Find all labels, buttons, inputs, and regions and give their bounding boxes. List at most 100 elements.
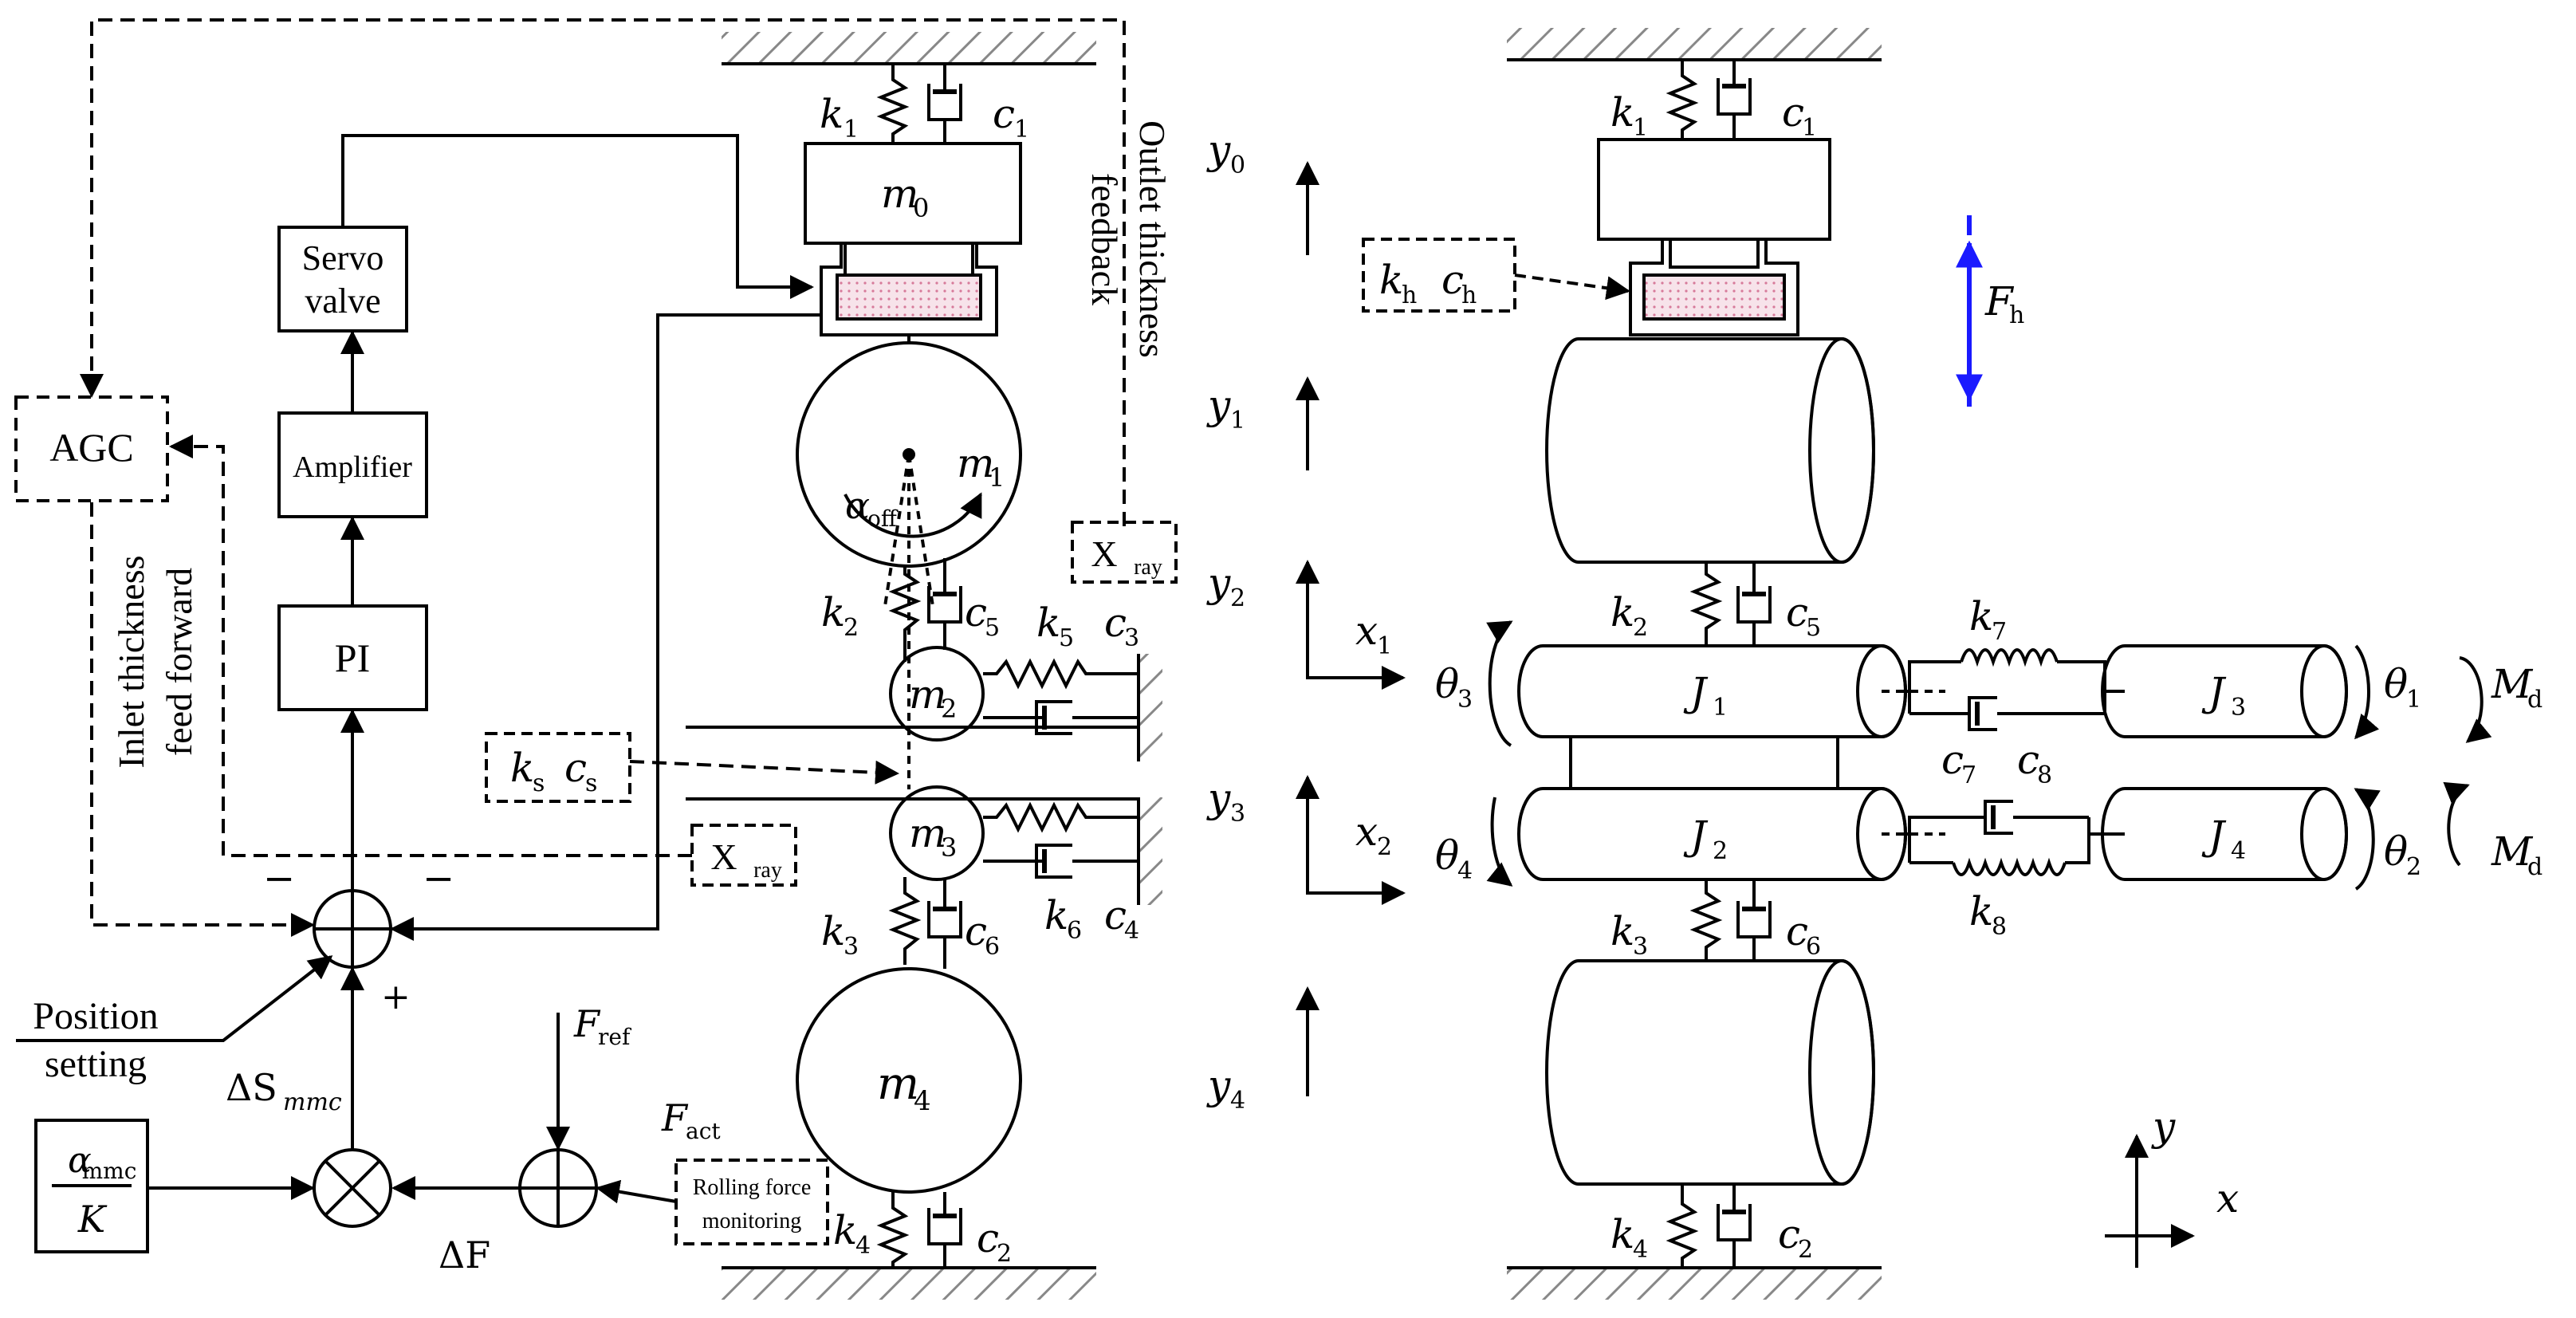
hydraulic-cylinder bbox=[820, 242, 998, 343]
label-c6: c bbox=[965, 908, 987, 954]
svg-text:1: 1 bbox=[989, 462, 1005, 493]
servo-valve-block: Servo valve bbox=[277, 226, 408, 332]
delta-f-label: ΔF bbox=[439, 1233, 490, 1277]
right-label-theta1: θ bbox=[2384, 661, 2408, 707]
damper-c4 bbox=[983, 844, 1139, 879]
label-m0: m bbox=[881, 171, 918, 217]
mass-m4-roll bbox=[796, 967, 1022, 1194]
label-y0: y bbox=[1206, 127, 1231, 173]
outlet-thickness-label-line1: Outlet thickness bbox=[1132, 120, 1173, 358]
svg-text:4: 4 bbox=[914, 1085, 931, 1117]
gain-denominator: K bbox=[77, 1198, 108, 1241]
xray-inlet-subscript: ray bbox=[753, 858, 782, 883]
svg-text:7: 7 bbox=[1992, 618, 2007, 646]
svg-text:5: 5 bbox=[1806, 614, 1821, 642]
right-label-c6: c bbox=[1786, 908, 1808, 954]
right-label-j4: J bbox=[2201, 812, 2227, 859]
right-label-x2: x bbox=[1355, 809, 1378, 855]
servo-valve-label-line1: Servo bbox=[302, 238, 384, 277]
svg-text:1: 1 bbox=[1802, 114, 1817, 142]
damper-c5 bbox=[927, 558, 962, 650]
outlet-thickness-label-line2: feedback bbox=[1084, 173, 1125, 305]
lumped-mass-model: k 1 c 1 m 0 m 1 α off k 2 c 5 k 5 c 3 m … bbox=[510, 32, 1319, 1300]
svg-text:d: d bbox=[2527, 686, 2543, 714]
label-m4: m bbox=[877, 1058, 919, 1110]
right-label-kh: k bbox=[1379, 257, 1403, 303]
svg-text:1: 1 bbox=[2406, 686, 2421, 714]
damper-c2 bbox=[927, 1192, 962, 1268]
f-ref-subscript: ref bbox=[598, 1024, 632, 1050]
right-label-k3: k bbox=[1610, 908, 1634, 954]
inlet-thickness-label-line1: Inlet thickness bbox=[111, 556, 151, 769]
svg-text:4: 4 bbox=[1457, 857, 1473, 885]
right-label-k4: k bbox=[1610, 1211, 1634, 1257]
right-label-c8: c bbox=[2017, 737, 2039, 783]
force-sum-junction bbox=[518, 1148, 598, 1228]
svg-text:2: 2 bbox=[1798, 1236, 1813, 1264]
lower-motor-j4 bbox=[2101, 787, 2348, 881]
right-label-j2: J bbox=[1683, 812, 1709, 859]
svg-text:3: 3 bbox=[1230, 800, 1245, 828]
right-label-md-upper: M bbox=[2491, 661, 2534, 707]
label-y1: y bbox=[1206, 382, 1231, 428]
delta-s-label: ΔS bbox=[226, 1066, 277, 1109]
svg-text:off: off bbox=[867, 506, 899, 532]
delta-s-subscript: mmc bbox=[283, 1088, 342, 1116]
right-label-k1: k bbox=[1610, 89, 1634, 136]
svg-text:2: 2 bbox=[2406, 853, 2421, 881]
label-y2: y bbox=[1206, 560, 1231, 606]
xray-outlet-subscript: ray bbox=[1134, 555, 1162, 580]
right-label-k2: k bbox=[1610, 589, 1634, 635]
right-label-k8: k bbox=[1969, 888, 1993, 934]
upper-motor-j3 bbox=[2101, 644, 2348, 738]
label-c3: c bbox=[1104, 600, 1127, 646]
f-ref-label: F bbox=[573, 1002, 601, 1045]
svg-text:1: 1 bbox=[1014, 116, 1029, 144]
position-setting-line2: setting bbox=[45, 1043, 147, 1085]
svg-text:d: d bbox=[2527, 853, 2543, 881]
svg-text:4: 4 bbox=[1124, 917, 1139, 945]
svg-text:2: 2 bbox=[997, 1240, 1012, 1268]
label-k2: k bbox=[821, 589, 845, 635]
svg-text:6: 6 bbox=[985, 933, 1000, 961]
mass-m1-roll bbox=[796, 341, 1022, 568]
right-label-ch: c bbox=[1441, 257, 1464, 303]
agc-label: AGC bbox=[49, 425, 134, 470]
svg-text:1: 1 bbox=[1713, 694, 1728, 722]
svg-text:4: 4 bbox=[1633, 1236, 1648, 1264]
svg-text:8: 8 bbox=[2037, 761, 2052, 789]
label-y4: y bbox=[1206, 1062, 1231, 1108]
svg-text:4: 4 bbox=[855, 1232, 871, 1260]
right-label-theta4: θ bbox=[1435, 832, 1459, 879]
label-y3: y bbox=[1206, 775, 1231, 821]
svg-text:2: 2 bbox=[844, 614, 859, 642]
spring-k3 bbox=[888, 877, 922, 965]
right-label-md-lower: M bbox=[2491, 828, 2534, 875]
svg-text:s: s bbox=[533, 769, 545, 797]
rolling-force-label-line2: monitoring bbox=[702, 1209, 801, 1233]
spring-k6 bbox=[983, 801, 1139, 833]
f-act-label: F bbox=[661, 1096, 689, 1139]
svg-text:s: s bbox=[585, 769, 597, 797]
svg-text:2: 2 bbox=[1633, 614, 1648, 642]
damper-c1 bbox=[927, 64, 962, 144]
spring-k2 bbox=[888, 566, 922, 662]
label-k5: k bbox=[1036, 600, 1060, 646]
svg-text:3: 3 bbox=[844, 933, 859, 961]
label-cs: c bbox=[564, 745, 587, 791]
svg-text:h: h bbox=[1461, 281, 1477, 309]
svg-text:8: 8 bbox=[1992, 913, 2007, 941]
svg-text:2: 2 bbox=[941, 694, 957, 724]
right-label-j1: J bbox=[1683, 669, 1709, 715]
axis-x1 bbox=[1306, 574, 1406, 690]
pi-block: PI bbox=[277, 604, 428, 711]
control-system: AGC Servo valve Amplifier PI α mmc K bbox=[14, 18, 1178, 1277]
label-alpha-off: α bbox=[845, 484, 870, 527]
svg-text:2: 2 bbox=[1230, 584, 1245, 612]
xray-sensor-inlet: X ray bbox=[690, 824, 797, 887]
lower-work-roll bbox=[1517, 787, 1907, 881]
svg-text:h: h bbox=[2009, 301, 2024, 329]
right-label-k7: k bbox=[1969, 593, 1993, 639]
right-label-c5: c bbox=[1786, 589, 1808, 635]
damper-c6 bbox=[927, 879, 962, 969]
